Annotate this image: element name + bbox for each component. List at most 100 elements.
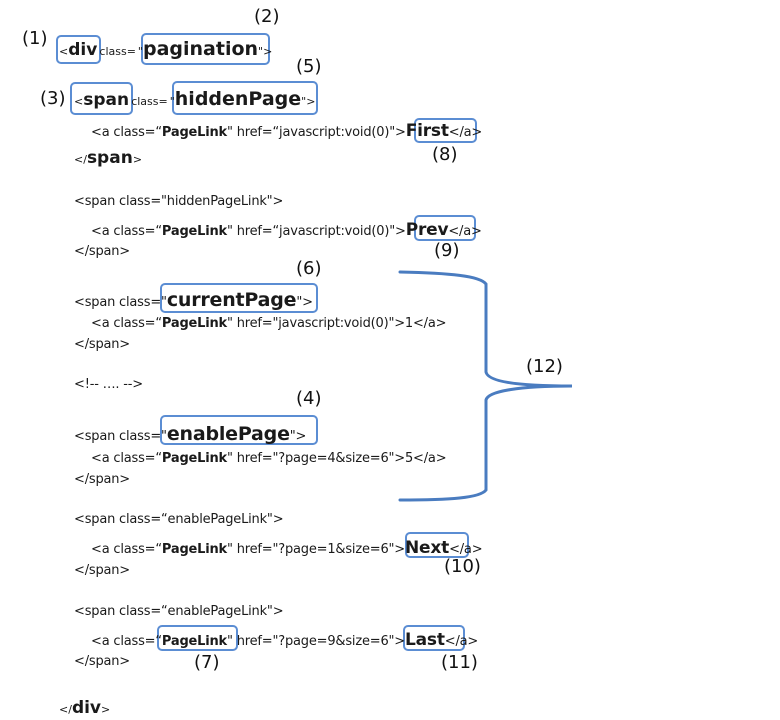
marker-10: (10) [444,556,481,577]
highlight-box-hiddenpage-class [172,81,318,115]
block4-span-close: </span> [74,472,130,487]
gt: > [394,542,405,557]
class-attr: class= [131,95,168,108]
marker-4: (4) [296,388,322,409]
root-div-open-line: <div class="pagination"> [59,38,272,60]
quote-close: "> [289,429,307,444]
span-prefix: <span class= [74,429,162,444]
a-href: " href="?page=1&size=6" [227,542,395,557]
marker-11: (11) [441,652,478,673]
a-end: </a> [449,542,483,557]
pagelink-class: PageLink [161,542,228,557]
marker-3: (3) [40,88,66,109]
block1-span-close: </span> [74,148,142,168]
block5-span-open: <span class=“enablePageLink"> [74,512,284,527]
a-prefix: <a class=“ [91,224,162,239]
last-link-text: Last [405,630,445,650]
hiddenpage-class: hiddenPage [174,88,302,110]
pagelink-class: PageLink [161,316,228,331]
pagination-class: pagination [142,38,259,60]
highlight-box-enablepage-class [160,415,318,445]
highlight-box-currentpage-class [160,283,318,313]
marker-1: (1) [22,28,48,49]
prev-link-text: Prev [405,220,449,240]
block1-span-open: <span class="hiddenPage"> [74,88,315,110]
a-end: </a> [448,125,483,140]
highlight-box-span-tag [70,82,133,115]
currentpage-class: currentPage [166,289,297,311]
pagelink-class: PageLink [161,451,228,466]
highlight-box-prev [414,215,476,241]
marker-2: (2) [254,6,280,27]
block6-anchor-line: <a class=“PageLink" href="?page=9&size=6… [91,630,478,650]
marker-7: (7) [194,652,220,673]
block6-span-open: <span class=“enablePageLink"> [74,604,284,619]
gt: > [132,153,143,166]
a-prefix: <a class=“ [91,316,162,331]
pagelink-class: PageLink [161,224,228,239]
block3-anchor-line: <a class=“PageLink" href="javascript:voi… [91,316,447,331]
enablepage-class: enablePage [166,423,290,445]
block4-span-open: <span class="enablePage"> [74,423,306,445]
marker-5: (5) [296,56,322,77]
a-prefix: <a class=“ [91,634,162,649]
a-prefix: <a class=“ [91,542,162,557]
gt: > [394,634,405,649]
highlight-box-pagination-class [141,33,270,65]
gt: > [394,224,406,239]
class-attr: class= [99,45,136,58]
block2-span-open: <span class="hiddenPageLink"> [74,194,284,209]
a-end: </a> [444,634,479,649]
pagelink-class: PageLink [161,634,228,649]
quote: " [169,95,175,108]
a-rest: " href="javascript:void(0)">1</a> [227,316,447,331]
lt-slash: </ [59,703,72,716]
marker-12: (12) [526,356,563,377]
a-prefix: <a class=“ [91,451,162,466]
lt: < [74,95,84,108]
block2-anchor-line: <a class=“PageLink" href=“javascript:voi… [91,220,482,240]
next-link-text: Next [405,538,450,558]
a-href: " href=“javascript:void(0)" [227,224,395,239]
pagelink-class: PageLink [161,125,228,140]
lt-slash: </ [74,153,87,166]
highlight-box-div-tag [56,35,101,64]
quote: " [137,45,143,58]
block3-span-close: </span> [74,337,130,352]
lt: < [59,45,69,58]
ellipsis-comment: <!-- …. --> [74,377,143,392]
span-close-tag: span [86,148,133,168]
highlight-box-last [403,625,465,651]
marker-6: (6) [296,258,322,279]
a-rest: " href="?page=4&size=6">5</a> [227,451,447,466]
block3-span-open: <span class="currentPage"> [74,289,313,311]
a-prefix: <a class=“ [91,125,162,140]
block4-anchor-line: <a class=“PageLink" href="?page=4&size=6… [91,451,447,466]
root-div-close-line: </div> [59,698,110,718]
span-tag: span [83,90,130,110]
a-href: " href=“javascript:void(0)" [227,125,395,140]
block1-anchor-line: <a class=“PageLink" href=“javascript:voi… [91,121,482,141]
quote-close: "> [301,95,316,108]
marker-9: (9) [434,240,460,261]
brace-path [398,270,573,502]
span-prefix: <span class= [74,295,162,310]
block5-anchor-line: <a class=“PageLink" href="?page=1&size=6… [91,538,483,558]
highlight-box-first [414,118,477,143]
block2-span-close: </span> [74,244,130,259]
gt: > [394,125,406,140]
quote-close: "> [258,45,273,58]
div-close-tag: div [71,698,102,718]
marker-8: (8) [432,144,458,165]
div-tag: div [68,40,98,60]
quote-close: "> [296,295,313,310]
block5-span-close: </span> [74,563,130,578]
gt: > [101,703,111,716]
highlight-box-pagelink-class [157,625,238,651]
a-href: " href="?page=9&size=6" [227,634,395,649]
quote: " [161,295,167,310]
a-end: </a> [448,224,482,239]
highlight-box-next [405,532,469,558]
quote: " [161,429,167,444]
